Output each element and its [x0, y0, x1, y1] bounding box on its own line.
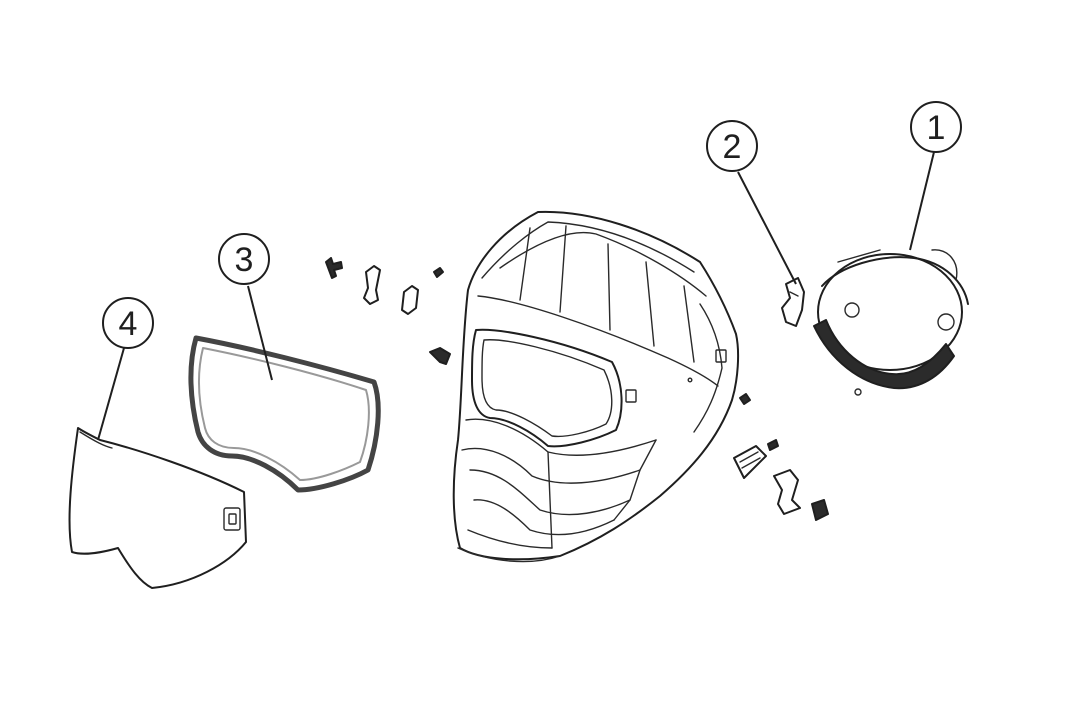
- callout-1: 1: [910, 101, 962, 153]
- callout-label-2: 2: [723, 128, 742, 166]
- callout-4: 4: [102, 297, 154, 349]
- leader-lines: [97, 151, 935, 441]
- part-2-clip: [781, 277, 805, 327]
- leader-line-3: [247, 285, 273, 381]
- part-4-cover-lens: [68, 427, 247, 589]
- callout-label-4: 4: [119, 305, 138, 343]
- hardware-small-parts-left: [325, 257, 451, 365]
- callout-label-3: 3: [235, 241, 254, 279]
- part-3-gasket: [188, 335, 381, 493]
- leader-line-1: [909, 151, 935, 251]
- callout-2: 2: [706, 120, 758, 172]
- leader-line-4: [97, 347, 125, 441]
- hardware-small-parts-right: [733, 393, 829, 521]
- callout-label-1: 1: [927, 109, 946, 147]
- part-1-headgear: [813, 249, 969, 396]
- helmet-shell: [452, 210, 740, 563]
- callout-3: 3: [218, 233, 270, 285]
- leader-line-2: [737, 171, 797, 285]
